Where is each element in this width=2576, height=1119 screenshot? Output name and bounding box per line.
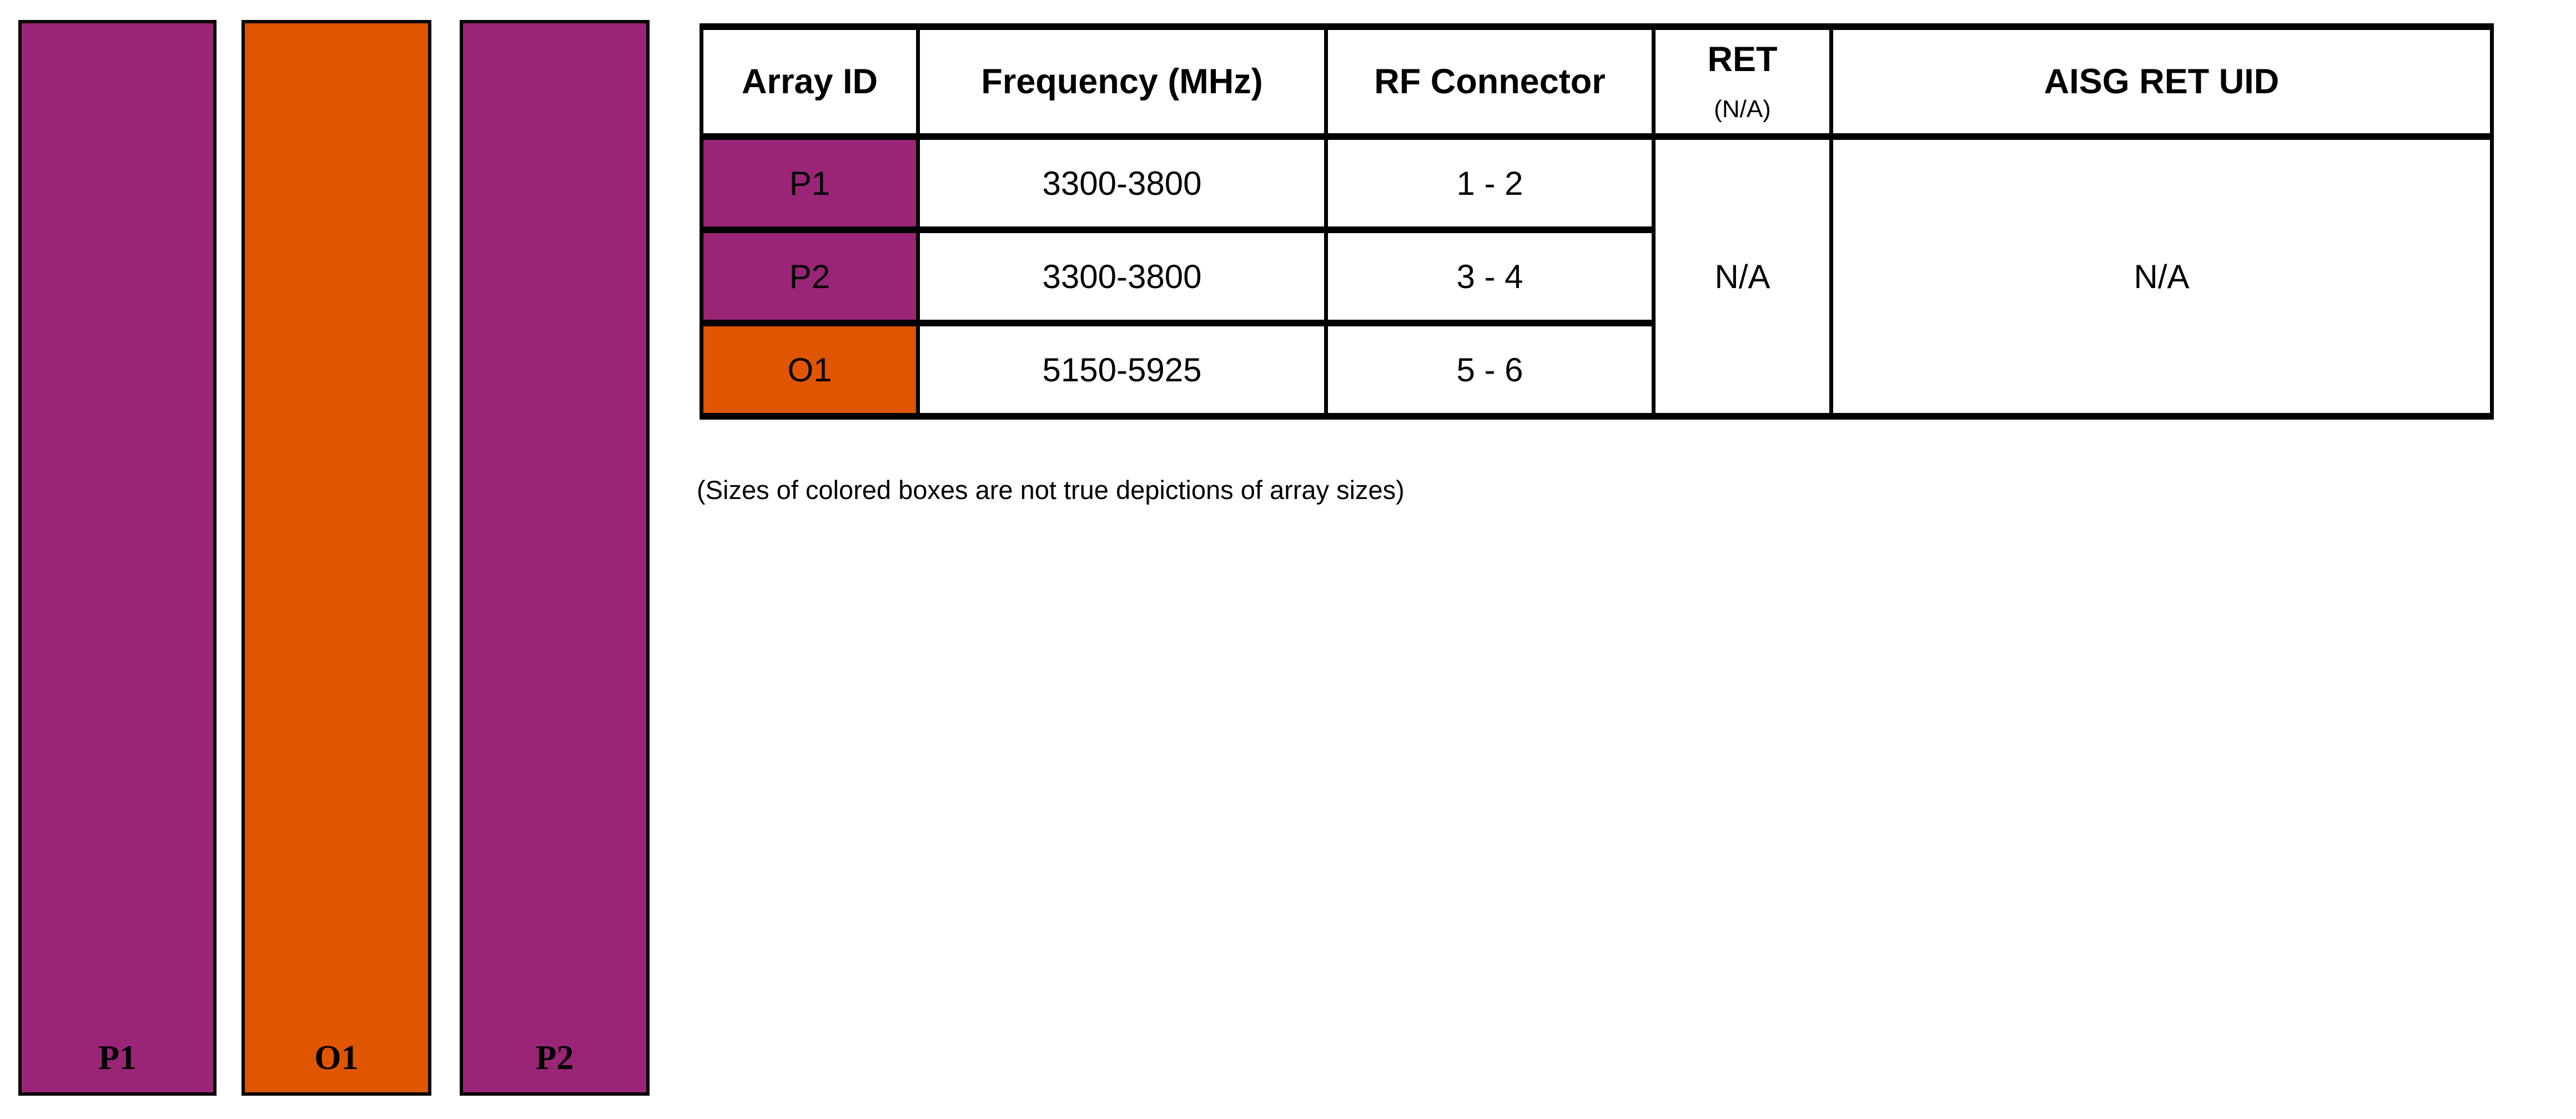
array-id-value: P1 xyxy=(789,164,831,202)
column-header-label: Array ID xyxy=(741,62,878,101)
frequency-value: 3300-3800 xyxy=(1042,164,1202,202)
column-header-aisg-ret-uid: AISG RET UID xyxy=(1829,23,2494,140)
column-header-ret-subtext: (N/A) xyxy=(1714,95,1771,123)
table-row-o1: O1 5150-5925 5 - 6 xyxy=(700,320,2492,420)
array-spec-table: Array ID Frequency (MHz) RF Connector RE… xyxy=(700,23,2494,420)
array-bar-p1: P1 xyxy=(18,20,217,1096)
array-id-cell-o1: O1 xyxy=(700,320,920,420)
frequency-value: 3300-3800 xyxy=(1042,258,1202,295)
column-header-ret: RET (N/A) xyxy=(1652,23,1833,140)
column-header-label: Frequency (MHz) xyxy=(981,62,1263,101)
aisg-ret-uid-value: N/A xyxy=(2134,258,2190,295)
column-header-label: RF Connector xyxy=(1374,62,1606,101)
array-id-value: O1 xyxy=(787,351,832,389)
array-bar-label: O1 xyxy=(314,1039,359,1077)
rf-connector-value: 3 - 4 xyxy=(1456,258,1523,295)
frequency-cell: 5150-5925 xyxy=(916,320,1328,420)
column-header-label: AISG RET UID xyxy=(2044,62,2280,101)
column-header-frequency: Frequency (MHz) xyxy=(916,23,1328,140)
array-id-cell-p1: P1 xyxy=(700,133,920,233)
frequency-cell: 3300-3800 xyxy=(916,133,1328,233)
table-header-row: Array ID Frequency (MHz) RF Connector RE… xyxy=(700,23,2494,140)
column-header-rf-connector: RF Connector xyxy=(1324,23,1656,140)
rf-connector-value: 1 - 2 xyxy=(1456,164,1523,202)
column-header-array-id: Array ID xyxy=(700,23,920,140)
frequency-cell: 3300-3800 xyxy=(916,226,1328,326)
aisg-ret-uid-merged-cell: N/A xyxy=(1829,133,2494,420)
array-bar-label: P1 xyxy=(98,1039,137,1077)
rf-connector-cell: 3 - 4 xyxy=(1324,226,1656,326)
size-disclaimer-note: (Sizes of colored boxes are not true dep… xyxy=(697,475,1405,505)
rf-connector-value: 5 - 6 xyxy=(1456,351,1523,389)
ret-value: N/A xyxy=(1714,258,1770,295)
table-row-p2: P2 3300-3800 3 - 4 xyxy=(700,226,2492,326)
ret-merged-cell: N/A xyxy=(1652,133,1833,420)
table-row-p1: P1 3300-3800 1 - 2 N/A N/A xyxy=(700,133,2494,420)
column-header-label: RET xyxy=(1707,40,1778,79)
array-bar-label: P2 xyxy=(535,1039,574,1077)
array-bar-p2: P2 xyxy=(460,20,650,1096)
frequency-value: 5150-5925 xyxy=(1042,351,1202,389)
rf-connector-cell: 5 - 6 xyxy=(1324,320,1656,420)
array-id-value: P2 xyxy=(789,258,831,295)
array-id-cell-p2: P2 xyxy=(700,226,920,326)
array-bar-o1: O1 xyxy=(242,20,431,1096)
rf-connector-cell: 1 - 2 xyxy=(1324,133,1656,233)
